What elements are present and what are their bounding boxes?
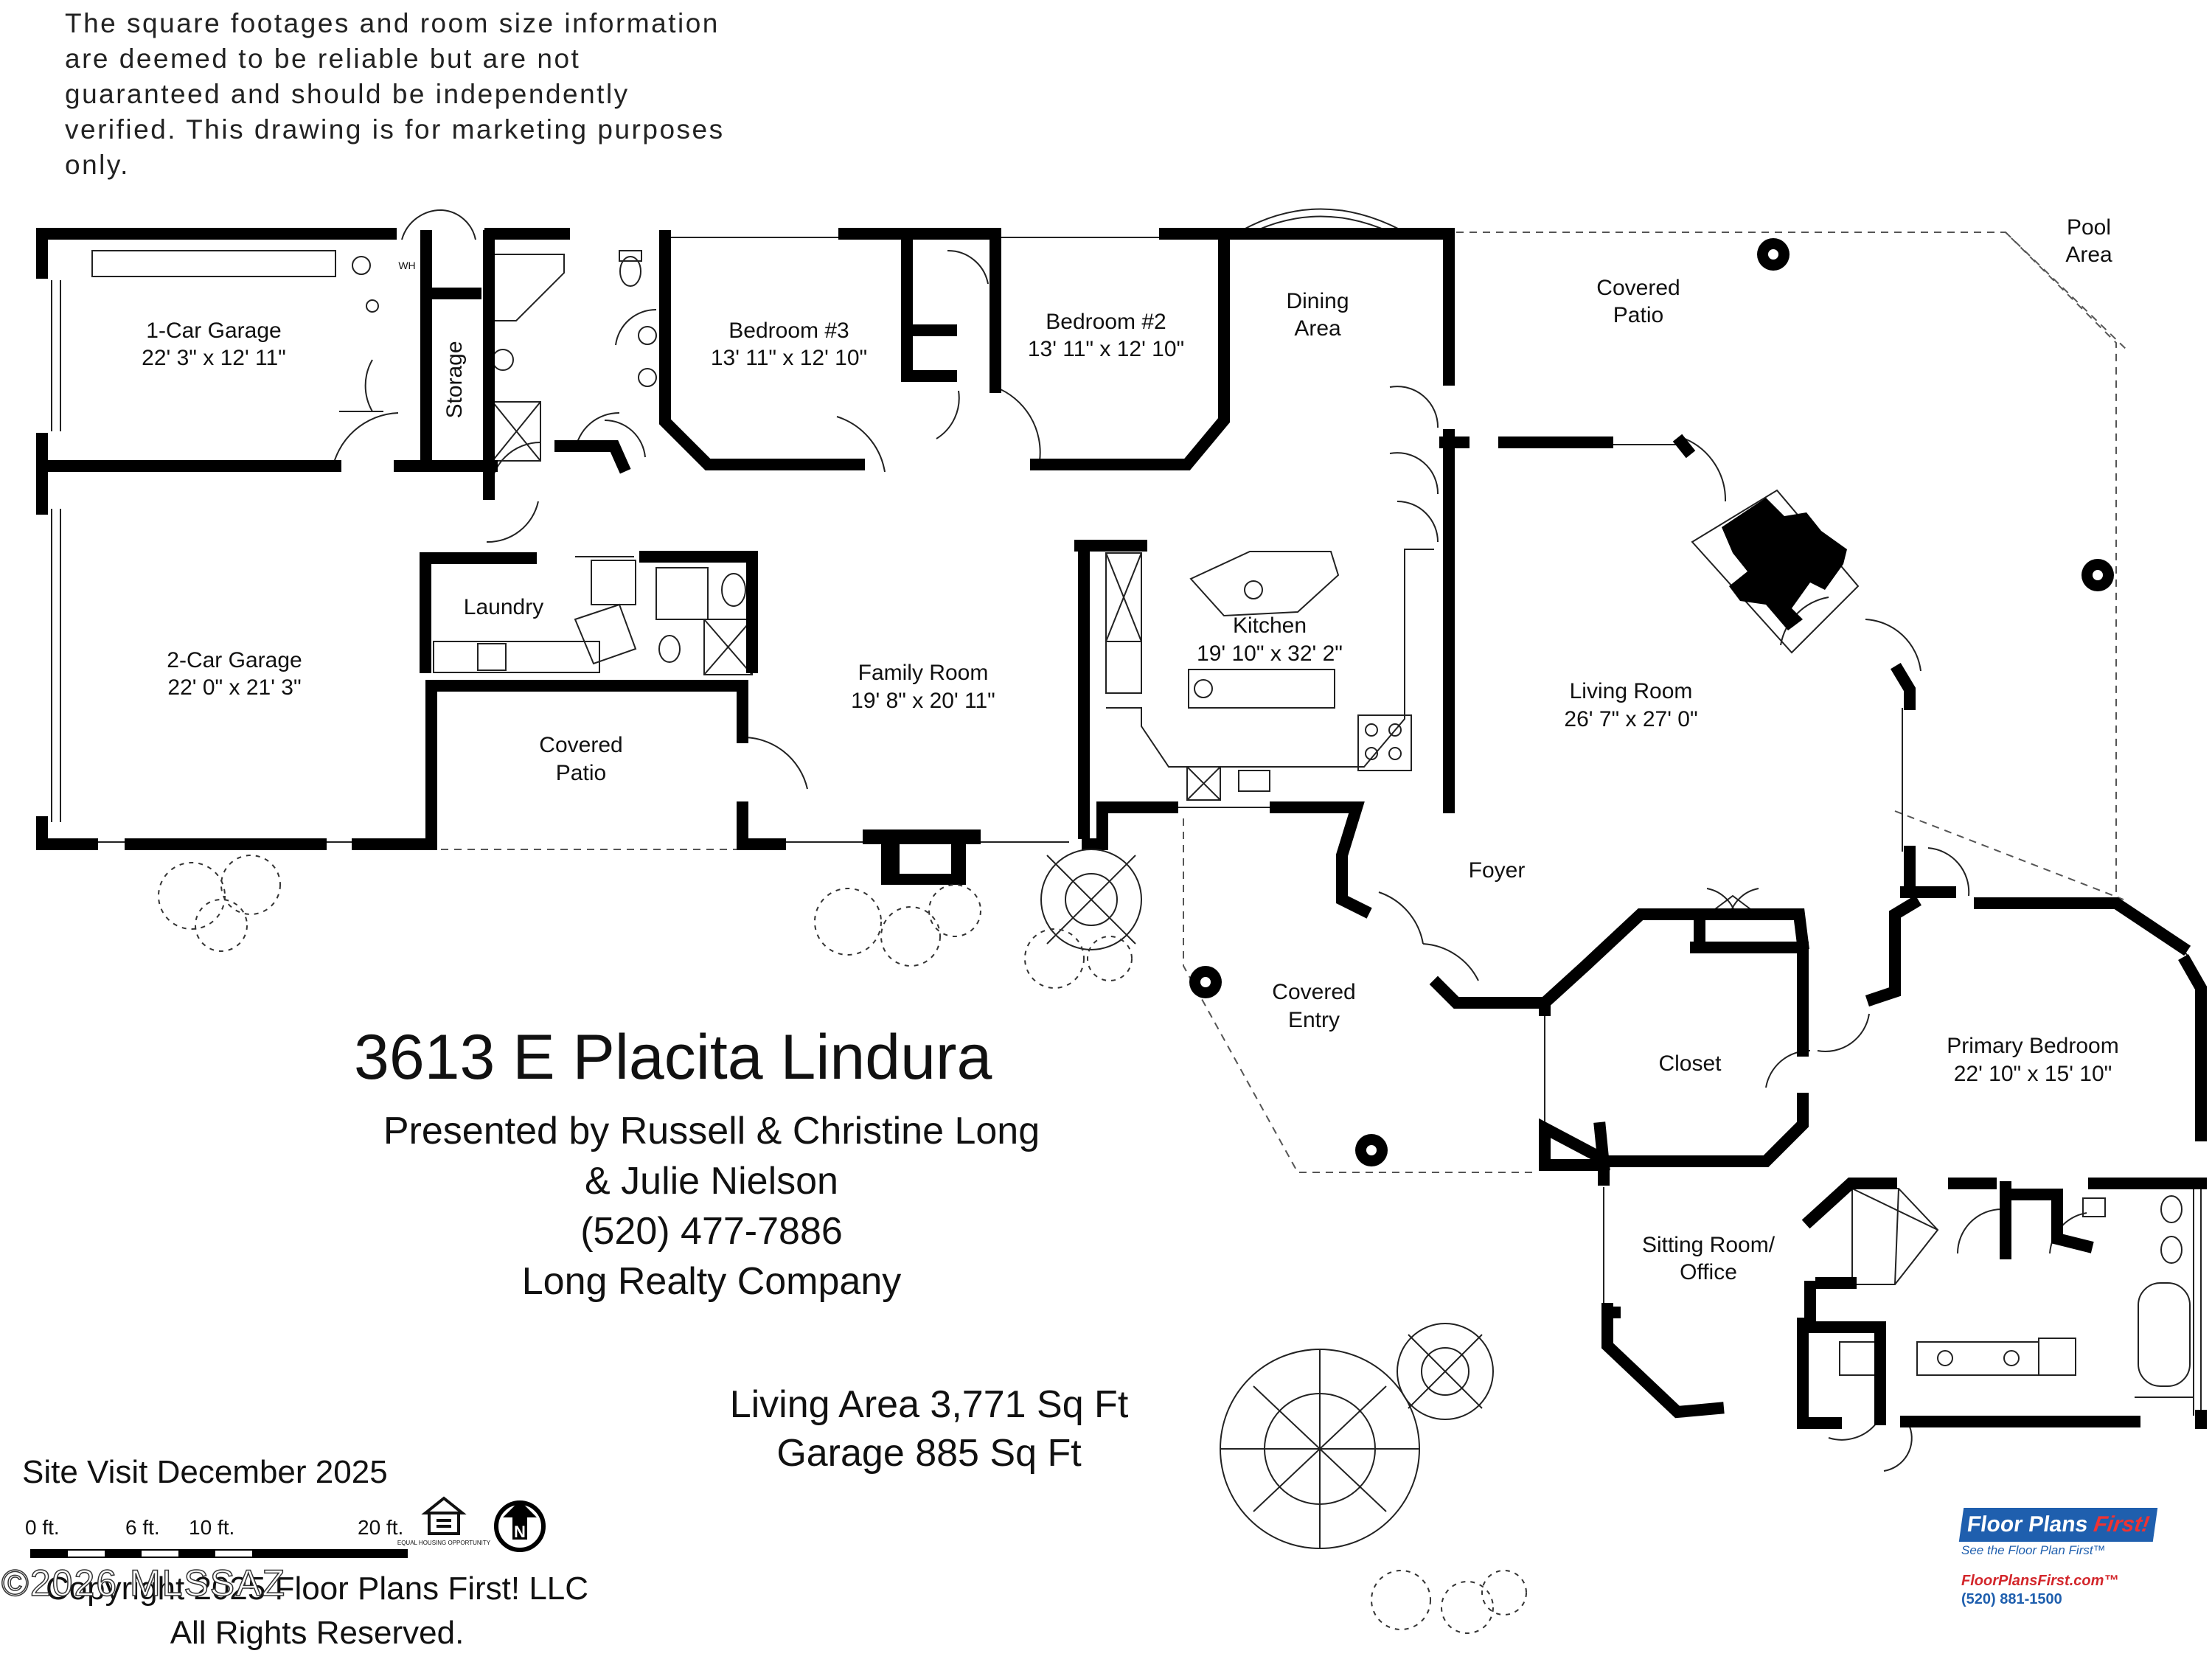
primary-bedroom-label: Primary Bedroom: [1947, 1034, 2118, 1058]
scale-label-20: 20 ft.: [358, 1516, 404, 1539]
scale-bar: [30, 1549, 408, 1558]
garage2-label: 2-Car Garage: [167, 648, 302, 672]
presented-phone: (520) 477-7886: [580, 1210, 843, 1253]
dining-label-2: Area: [1294, 316, 1341, 341]
mls-watermark: ©2026 MLSSAZ: [1, 1562, 287, 1604]
patio-outlines: [428, 232, 2128, 1173]
garage1-size: 22' 3" x 12' 11": [142, 346, 286, 370]
sitting-room-label-2: Office: [1680, 1260, 1737, 1284]
sitting-room-label: Sitting Room/: [1642, 1233, 1775, 1257]
kitchen-label: Kitchen: [1233, 613, 1307, 638]
brand-name-accent: First!: [2092, 1512, 2152, 1537]
fireplace-opening: [900, 844, 951, 874]
presented-company: Long Realty Company: [521, 1260, 902, 1303]
shrubs: [158, 855, 1527, 1634]
brand-logo: Floor Plans First! See the Floor Plan Fi…: [1958, 1508, 2168, 1608]
bedroom3-label: Bedroom #3: [728, 319, 849, 343]
equal-housing-text: EQUAL HOUSING OPPORTUNITY: [397, 1540, 491, 1546]
garage-area: Garage 885 Sq Ft: [776, 1432, 1082, 1475]
laundry-label: Laundry: [464, 595, 543, 619]
scale-label-0: 0 ft.: [25, 1516, 60, 1539]
storage-label: Storage: [442, 341, 467, 418]
family-room-size: 19' 8" x 20' 11": [851, 689, 995, 713]
copyright-line-2: All Rights Reserved.: [170, 1615, 465, 1651]
brand-url[interactable]: FloorPlansFirst.com™: [1961, 1573, 2119, 1589]
garage2-size: 22' 0" x 21' 3": [167, 675, 301, 700]
living-room-size: 26' 7" x 27' 0": [1564, 707, 1697, 731]
covered-patio-label: Covered: [1596, 276, 1680, 300]
brand-phone: (520) 881-1500: [1961, 1591, 2062, 1607]
covered-patio-label-2: Patio: [1613, 303, 1663, 327]
pool-label: Pool: [2067, 215, 2111, 240]
room-labels: 1-Car Garage 22' 3" x 12' 11" Storage WH…: [142, 215, 2119, 1284]
scale-label-10: 10 ft.: [189, 1516, 235, 1539]
site-visit: Site Visit December 2025: [22, 1454, 388, 1490]
presented-line-2: & Julie Nielson: [585, 1160, 838, 1203]
presented-line-1: Presented by Russell & Christine Long: [383, 1110, 1040, 1152]
copyright-line-1: Copyright 2025 Floor Plans First! LLC: [45, 1571, 589, 1607]
bedroom3-size: 13' 11" x 12' 10": [711, 346, 867, 370]
covered-entry-label-2: Entry: [1288, 1008, 1340, 1032]
bedroom2-label: Bedroom #2: [1046, 310, 1166, 334]
north-label: N: [514, 1523, 526, 1541]
bedroom2-size: 13' 11" x 12' 10": [1028, 337, 1184, 361]
closet-label: Closet: [1658, 1051, 1722, 1076]
brand-banner: Floor Plans First!: [1958, 1508, 2157, 1542]
disclaimer: The square footages and room size inform…: [65, 8, 725, 180]
family-room-label: Family Room: [858, 661, 989, 685]
dining-label: Dining: [1286, 289, 1349, 313]
water-heater-label: WH: [398, 260, 415, 271]
pool-label-2: Area: [2065, 243, 2112, 267]
kitchen-size: 19' 10" x 32' 2": [1197, 641, 1343, 666]
primary-bedroom-size: 22' 10" x 15' 10": [1954, 1062, 2112, 1086]
property-address: 3613 E Placita Lindura: [354, 1022, 992, 1093]
brand-name: Floor Plans: [1965, 1512, 2090, 1537]
north-arrow-icon: N: [494, 1500, 546, 1552]
area-summary: Living Area 3,771 Sq Ft Garage 885 Sq Ft: [664, 1380, 1194, 1478]
brand-tagline: See the Floor Plan First™: [1961, 1543, 2106, 1557]
copyright: Copyright 2025 Floor Plans First! LLC Al…: [22, 1567, 612, 1655]
living-area: Living Area 3,771 Sq Ft: [729, 1383, 1129, 1426]
column-highlights: [1200, 249, 2103, 1155]
covered-patio-left-label: Covered: [539, 733, 622, 757]
scale-label-6: 6 ft.: [125, 1516, 160, 1539]
foyer-label: Foyer: [1469, 858, 1526, 883]
landscaping: [1040, 849, 1494, 1549]
living-room-label: Living Room: [1570, 679, 1693, 703]
equal-housing-icon: EQUAL HOUSING OPPORTUNITY: [397, 1496, 491, 1546]
covered-patio-left-label-2: Patio: [556, 761, 606, 785]
presented-by: Presented by Russell & Christine Long & …: [347, 1106, 1077, 1307]
fixtures: [51, 208, 2202, 1416]
covered-entry-label: Covered: [1272, 980, 1355, 1004]
garage1-label: 1-Car Garage: [146, 319, 281, 343]
walls: [36, 228, 2207, 1429]
